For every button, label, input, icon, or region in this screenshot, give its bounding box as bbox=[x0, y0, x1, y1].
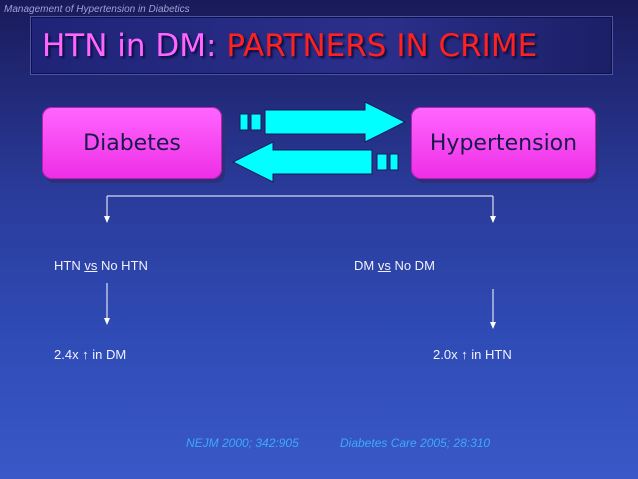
title-part-2: PARTNERS IN CRIME bbox=[226, 28, 538, 64]
left-arrow-icon bbox=[231, 141, 399, 183]
diabetes-box: Diabetes bbox=[42, 107, 222, 179]
citation-right: Diabetes Care 2005; 28:310 bbox=[340, 436, 491, 450]
bracket-right-arrowhead bbox=[490, 216, 496, 223]
connector-bracket bbox=[106, 195, 494, 218]
left-result: 2.4x ↑ in DM bbox=[54, 347, 127, 362]
bracket-left-arrowhead bbox=[104, 216, 110, 223]
right-comparison-label: DM vs No DM bbox=[354, 258, 435, 273]
citation-left: NEJM 2000; 342:905 bbox=[186, 436, 299, 450]
right-result: 2.0x ↑ in HTN bbox=[433, 347, 512, 362]
left-down-arrowhead bbox=[104, 318, 110, 325]
title-part-1: HTN in DM: bbox=[42, 28, 227, 64]
header-label: Management of Hypertension in Diabetics bbox=[4, 4, 190, 15]
left-comparison-label: HTN vs No HTN bbox=[54, 258, 148, 273]
right-down-arrowhead bbox=[490, 322, 496, 329]
title-bar bbox=[30, 16, 613, 75]
right-arrow-icon bbox=[239, 101, 407, 143]
slide-title: HTN in DM: PARTNERS IN CRIME bbox=[42, 28, 537, 64]
hypertension-box: Hypertension bbox=[411, 107, 596, 179]
